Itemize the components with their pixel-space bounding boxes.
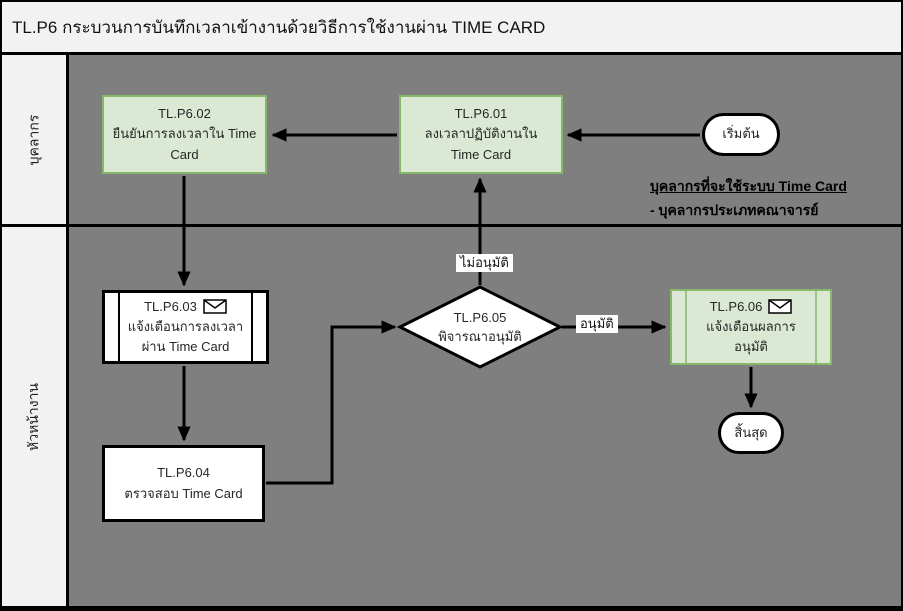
task-p606-label: แจ้งเตือนผลการอนุมัติ <box>706 318 796 355</box>
start-node: เริ่มต้น <box>702 113 780 156</box>
end-node: สิ้นสุด <box>718 412 784 454</box>
envelope-icon <box>768 299 793 315</box>
swimlane-supervisor-label: หัวหน้างาน <box>25 382 41 451</box>
subprocess-bar-left <box>685 291 687 363</box>
task-p604: TL.P6.04 ตรวจสอบ Time Card <box>102 445 265 522</box>
task-p603-id: TL.P6.03 <box>144 298 197 314</box>
task-p601: TL.P6.01 ลงเวลาปฏิบัติงานใน Time Card <box>399 95 563 174</box>
note-line-1: บุคลากรที่จะใช้ระบบ Time Card <box>650 178 847 194</box>
task-p603: TL.P6.03 แจ้งเตือนการลงเวลาผ่าน Time Car… <box>102 290 269 364</box>
subprocess-bar-right <box>251 293 253 361</box>
task-p604-id: TL.P6.04 <box>157 465 210 481</box>
decision-p605-id: TL.P6.05 <box>453 309 507 325</box>
diagram-title: TL.P6 กระบวนการบันทึกเวลาเข้างานด้วยวิธี… <box>12 17 546 37</box>
decision-p605-label: พิจารณาอนุมัติ <box>438 329 522 344</box>
swimlane-personnel-label: บุคลากร <box>24 114 41 165</box>
end-node-label: สิ้นสุด <box>734 424 768 440</box>
task-p602-id: TL.P6.02 <box>158 106 211 122</box>
envelope-icon <box>203 299 227 315</box>
subprocess-bar-left <box>118 293 120 361</box>
diagram-title-bar: TL.P6 กระบวนการบันทึกเวลาเข้างานด้วยวิธี… <box>2 2 901 55</box>
swimlane-label-column: บุคลากร หัวหน้างาน <box>2 55 66 606</box>
task-p604-label: ตรวจสอบ Time Card <box>124 485 243 501</box>
task-p603-label: แจ้งเตือนการลงเวลาผ่าน Time Card <box>127 318 244 355</box>
note-line-2: - บุคลากรประเภทคณาจารย์ <box>650 202 819 218</box>
edge-label-approve: อนุมัติ <box>576 315 618 334</box>
start-node-label: เริ่มต้น <box>722 126 760 142</box>
task-p601-label: ลงเวลาปฏิบัติงานใน Time Card <box>424 126 538 162</box>
swimlane-supervisor: หัวหน้างาน <box>2 227 66 606</box>
note-timecard-users: บุคลากรที่จะใช้ระบบ Time Card - บุคลากรป… <box>650 174 860 222</box>
subprocess-bar-right <box>815 291 817 363</box>
lane-divider <box>2 224 901 227</box>
task-p602-label: ยืนยันการลงเวลาใน Time Card <box>112 126 257 162</box>
decision-p605: TL.P6.05 พิจารณาอนุมัติ <box>400 287 560 367</box>
task-p602: TL.P6.02 ยืนยันการลงเวลาใน Time Card <box>102 95 267 174</box>
task-p606: TL.P6.06 แจ้งเตือนผลการอนุมัติ <box>670 289 832 365</box>
edge-label-reject: ไม่อนุมัติ <box>456 254 513 273</box>
task-p601-id: TL.P6.01 <box>454 106 508 122</box>
swimlane-personnel: บุคลากร <box>2 55 66 224</box>
task-p606-id: TL.P6.06 <box>709 298 763 314</box>
